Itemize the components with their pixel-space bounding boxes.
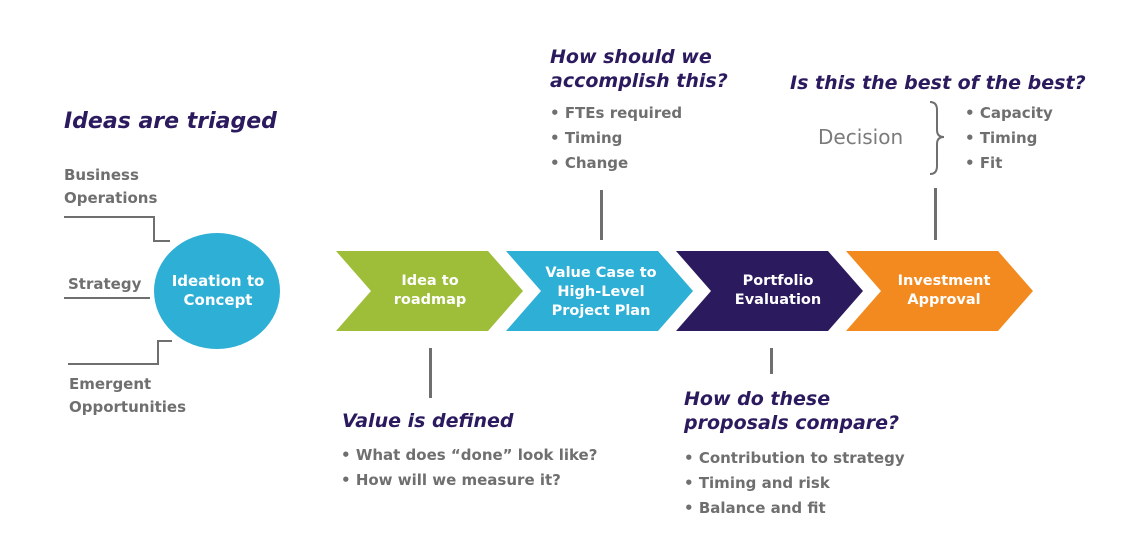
proposals-compare-item: • Timing and risk xyxy=(684,474,830,492)
proposals-compare-heading: How do these proposals compare? xyxy=(684,388,900,434)
best-of-best-heading: Is this the best of the best? xyxy=(790,72,1086,94)
connector-how-accomplish xyxy=(600,190,603,240)
best-of-best-item: • Capacity xyxy=(965,104,1053,122)
how-accomplish-item: • Timing xyxy=(550,129,623,147)
connector-emergent xyxy=(68,340,172,365)
stage-label-investment-approval: Investment Approval xyxy=(897,273,991,308)
value-defined-heading: Value is defined xyxy=(342,410,514,432)
best-of-best-list: • Capacity • Timing • Fit xyxy=(965,101,1053,176)
how-accomplish-heading: How should we accomplish this? xyxy=(550,46,728,92)
how-accomplish-item: • Change xyxy=(550,154,629,172)
proposals-compare-list: • Contribution to strategy • Timing and … xyxy=(684,446,905,521)
stage-chevron-investment-approval xyxy=(846,251,1033,331)
source-emergent-opportunities: Emergent Opportunities xyxy=(69,375,187,416)
stage-chevron-value-case xyxy=(506,251,693,331)
connector-value-defined xyxy=(429,348,432,398)
decision-label: Decision xyxy=(818,125,904,149)
stage-label-value-case: Value Case to High-Level Project Plan xyxy=(545,265,657,319)
stage-chevron-portfolio-evaluation xyxy=(676,251,863,331)
decision-brace-icon xyxy=(929,101,945,175)
triage-heading: Ideas are triaged xyxy=(64,109,277,134)
best-of-best-item: • Timing xyxy=(965,129,1038,147)
source-strategy: Strategy xyxy=(68,275,142,293)
value-defined-item: • How will we measure it? xyxy=(341,471,561,489)
value-defined-list: • What does “done” look like? • How will… xyxy=(341,443,597,493)
stage-label-portfolio-evaluation: Portfolio Evaluation xyxy=(734,273,822,308)
connector-proposals-compare xyxy=(770,348,773,374)
how-accomplish-item: • FTEs required xyxy=(550,104,683,122)
stage-label-idea-to-roadmap: Idea to roadmap xyxy=(393,273,467,308)
connector-best-of-best xyxy=(934,188,937,240)
ideation-circle xyxy=(154,233,280,349)
proposals-compare-item: • Contribution to strategy xyxy=(684,449,905,467)
proposals-compare-item: • Balance and fit xyxy=(684,499,826,517)
best-of-best-item: • Fit xyxy=(965,154,1003,172)
source-business-operations: Business Operations xyxy=(64,166,158,207)
connector-business xyxy=(64,216,170,242)
stage-chevron-idea-to-roadmap xyxy=(336,251,523,331)
how-accomplish-list: • FTEs required • Timing • Change xyxy=(550,101,682,176)
ideation-circle-label: Ideation to Concept xyxy=(171,272,265,309)
value-defined-item: • What does “done” look like? xyxy=(341,446,598,464)
